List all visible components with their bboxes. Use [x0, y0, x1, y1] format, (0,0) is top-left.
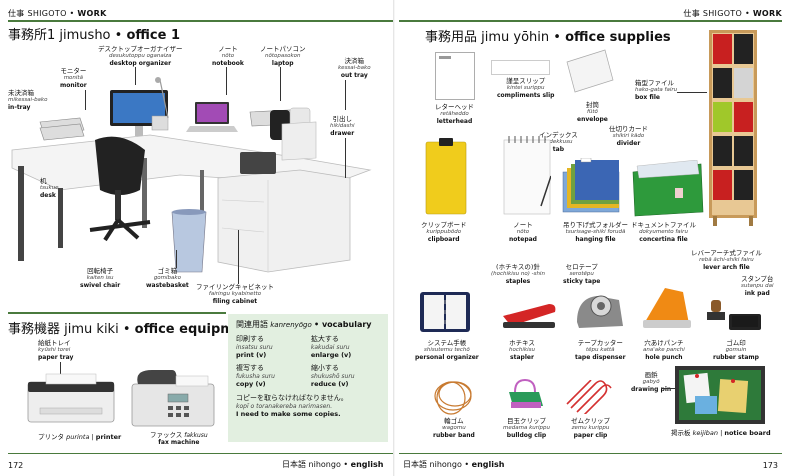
section-title-office-supplies: 事務用品 jimu yōhin • office supplies [425, 30, 671, 45]
label-ink-pad: スタンプ台 sutanpu dai ink pad [741, 275, 774, 298]
label-lever-arch-file: レバーアーチ式ファイル rebā āchi-shiki fairu lever … [691, 249, 762, 272]
label-tab: インデックス indekkusu tab [539, 131, 578, 154]
label-rubber-stamp: ゴム印 gomuin rubber stamp [713, 339, 759, 362]
leader-line [226, 67, 227, 95]
footer-language-right: 日本語 nihongo • english [403, 460, 505, 469]
office-illustration [11, 77, 372, 273]
label-fax-machine: ファックス fakkusu fax machine [150, 431, 208, 447]
label-divider: 仕切りカード shikiri kādo divider [609, 125, 648, 148]
rubber-stamp-image [707, 300, 761, 330]
label-paper-tray: 給紙トレイ kyūshi torei paper tray [38, 339, 74, 362]
label-letterhead: レターヘッド retāheddo letterhead [435, 103, 474, 126]
page-number-left: 172 [8, 461, 24, 470]
footer-rule [8, 453, 393, 454]
notepad-image [503, 136, 551, 215]
header-rule [399, 20, 782, 22]
printer-image [27, 373, 115, 423]
vocab-sentence: コピーを取らなければなりません。 kopī o toranakereba nar… [236, 394, 348, 418]
swivel-chair-image [89, 136, 151, 242]
vocabulary-title: 関連用語 kanrenyōgo • vocabulary [236, 320, 372, 329]
leader-line [238, 230, 239, 284]
vocab-item: 拡大する kakudai suru enlarge (v) [310, 335, 352, 359]
label-staples: (ホチキスの)針 (hochikisu no) -shin staples [491, 263, 545, 286]
clipboard-image [425, 138, 467, 215]
label-desktop-organizer: デスクトップオーガナイザー desukutoppu oganaiza deskt… [98, 45, 183, 68]
label-stapler: ホチキス hochikisu stapler [509, 339, 535, 362]
rubber-band-image [434, 381, 472, 415]
in-tray-image [39, 117, 85, 141]
filing-cabinet-image [217, 169, 351, 273]
label-laptop: ノートパソコン nōtopasokon laptop [260, 45, 306, 68]
leader-line [280, 67, 281, 101]
page-number-right: 173 [762, 461, 778, 470]
notice-board-image [675, 366, 765, 424]
label-notebook: ノート nōto notebook [212, 45, 244, 68]
envelope-image [566, 49, 614, 93]
label-paper-clip: ゼムクリップ zemu kurippu paper clip [571, 417, 610, 440]
label-tape-dispenser: テープカッター tēpu kattā tape dispenser [575, 339, 626, 362]
bulldog-clip-image [509, 378, 543, 408]
label-hole-punch: 穴あけパンチ ana'ake panchi hole punch [643, 339, 685, 362]
vocab-item: 印刷する insatsu suru print (v) [236, 335, 273, 359]
label-compliments-slip: 謹呈スリップ kintei surippu compliments slip [497, 77, 555, 100]
leader-line [345, 138, 346, 178]
label-hanging-file: 吊り下げ式フォルダー tsurisage-shiki forudā hangin… [563, 221, 628, 244]
label-clipboard: クリップボード kurippubōdo clipboard [421, 221, 467, 244]
label-concertina-file: ドキュメントファイル dokyumento fairu concertina f… [631, 221, 696, 244]
label-box-file: 箱型ファイル hako-gata fairu box file [635, 79, 678, 102]
leader-line [85, 90, 86, 110]
leader-line [60, 362, 61, 376]
vocab-item: 複写する fukusha suru copy (v) [236, 364, 275, 388]
wastebasket-image [171, 209, 207, 273]
label-in-tray: 未決済箱 mikessai-bako in-tray [8, 89, 48, 112]
concertina-file-image [632, 160, 704, 217]
letterhead-image [435, 52, 475, 100]
label-notepad: ノート nōto notepad [509, 221, 537, 244]
compliments-slip-image [491, 60, 550, 75]
label-monitor: モニター monitā monitor [60, 67, 87, 90]
label-out-tray: 決済箱 kessai-bako out tray [338, 57, 371, 80]
label-rubber-band: 輪ゴム wagomu rubber band [433, 417, 475, 440]
personal-organizer-image [420, 292, 470, 332]
hole-punch-image [643, 288, 691, 328]
label-notice-board: 掲示板 keijiban | notice board [671, 429, 771, 437]
leader-line [661, 388, 681, 389]
shelving-unit-image [709, 30, 757, 226]
label-printer: プリンタ purinta | printer [38, 433, 122, 441]
vocab-item: 縮小する shukushō suru reduce (v) [310, 364, 355, 388]
fax-machine-image [131, 370, 215, 427]
label-personal-organizer: システム手帳 shisutemu techō personal organize… [415, 339, 479, 362]
hanging-file-image [562, 158, 620, 213]
running-head-right: 仕事 SHIGOTO • WORK [683, 9, 782, 18]
label-drawer: 引出し hikidashi drawer [330, 115, 355, 138]
vocabulary-box: 関連用語 kanrenyōgo • vocabulary 印刷する insats… [228, 314, 388, 442]
leader-line [677, 92, 707, 93]
footer-rule [399, 453, 782, 454]
header-rule [8, 20, 393, 22]
section-title-office-equipment: 事務機器 jimu kiki • office equipment [8, 322, 259, 337]
running-head-left: 仕事 SHIGOTO • WORK [8, 9, 107, 18]
label-filing-cabinet: ファイリングキャビネット fairingu kyabinetto filing … [196, 283, 274, 306]
leader-line [345, 80, 346, 110]
paper-clip-image [566, 380, 612, 414]
right-page: 仕事 SHIGOTO • WORK 事務用品 jimu yōhin • offi… [395, 0, 790, 476]
vocab-row: 複写する fukusha suru copy (v) 縮小する shukushō… [236, 363, 380, 388]
footer-language-left: 日本語 nihongo • english [282, 460, 384, 469]
tape-dispenser-image [577, 295, 623, 328]
leader-line [176, 250, 177, 268]
stapler-image [503, 304, 556, 328]
label-desk: 机 tsukue desk [40, 177, 59, 200]
label-envelope: 封筒 fūtō envelope [577, 101, 608, 124]
section-title-office: 事務所1 jimusho • office 1 [8, 28, 180, 43]
section-rule [8, 312, 226, 314]
label-wastebasket: ゴミ箱 gomibako wastebasket [146, 267, 189, 290]
label-swivel-chair: 回転椅子 kaiten isu swivel chair [80, 267, 121, 290]
leader-line [135, 67, 136, 85]
label-bulldog-clip: 目玉クリップ medama kurippu bulldog clip [503, 417, 551, 440]
vocab-row: 印刷する insatsu suru print (v) 拡大する kakudai… [236, 334, 380, 359]
label-drawing-pin: 画鋲 gabyō drawing pin [631, 371, 672, 394]
label-sticky-tape: セロテープ serotēpu sticky tape [563, 263, 601, 286]
left-page: 仕事 SHIGOTO • WORK 事務所1 jimusho • office … [8, 9, 393, 470]
